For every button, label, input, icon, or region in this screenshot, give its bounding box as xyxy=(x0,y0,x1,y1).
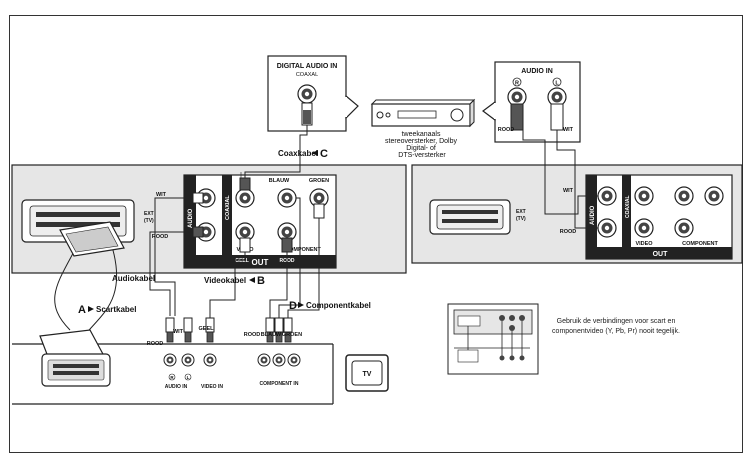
cables xyxy=(54,125,598,336)
tv-label: TV xyxy=(363,371,372,378)
right-audio-r-jack xyxy=(597,218,617,238)
tv-groen-label: GROEN xyxy=(282,332,302,338)
left-comp-pb-jack xyxy=(277,188,297,208)
scart-letter: A xyxy=(78,304,86,316)
scart-plug-top xyxy=(59,221,125,257)
coax-cable-label: Coaxkabel xyxy=(278,149,318,158)
left-component-label: COMPONENT xyxy=(285,247,321,253)
right-out-label: OUT xyxy=(653,251,669,258)
audio-in-rood-label: ROOD xyxy=(498,127,515,133)
overview-thumbnail xyxy=(447,303,539,375)
audio-in-title: AUDIO IN xyxy=(521,68,553,75)
component-cable-label: Componentkabel xyxy=(306,301,371,310)
right-component-label: COMPONENT xyxy=(682,241,718,247)
tv-video-jack xyxy=(203,353,217,367)
audio-in-wit-label: WIT xyxy=(563,127,574,133)
tv-audio-l-jack xyxy=(181,353,195,367)
left-audio-label: AUDIO xyxy=(188,208,194,228)
left-groen-label: GROEN xyxy=(309,178,329,184)
right-rood-label: ROOD xyxy=(560,229,577,235)
tv-wit-label: WIT xyxy=(173,329,184,335)
audio-cable-label: Audiokabel xyxy=(112,274,155,283)
video-letter: B xyxy=(257,275,265,287)
digital-audio-title: DIGITAL AUDIO IN xyxy=(277,63,338,70)
right-video-jack xyxy=(634,218,654,238)
right-coaxial-label: COAXIAL xyxy=(625,196,631,219)
right-audio-l-jack xyxy=(597,186,617,206)
audio-in-callout: AUDIO IN R L ROOD WIT xyxy=(482,61,581,143)
tv-rood-label: ROOD xyxy=(147,341,164,347)
coax-letter: C xyxy=(320,148,328,160)
left-geel-label: GEEL xyxy=(235,258,249,264)
audio-in-l-jack xyxy=(547,87,567,107)
right-comp-y-jack xyxy=(704,186,724,206)
audio-in-l-label: L xyxy=(555,81,559,87)
right-coax-jack xyxy=(634,186,654,206)
left-out-label: OUT xyxy=(252,258,269,267)
left-coax-jack xyxy=(235,188,255,208)
tv-rood2-label: ROOD xyxy=(244,332,261,338)
tv-blauw-label: BLAUW xyxy=(261,332,282,338)
audio-in-r-label: R xyxy=(515,81,519,87)
video-arrow-icon xyxy=(249,277,255,283)
tv-comp-y-jack xyxy=(257,353,271,367)
component-letter: D xyxy=(289,300,297,312)
audio-in-r-jack xyxy=(507,87,527,107)
tv-audio-r-jack xyxy=(163,353,177,367)
stereo-amplifier xyxy=(370,98,476,128)
right-comp-pr-jack xyxy=(674,218,694,238)
tv-audio-in-label: AUDIO IN xyxy=(165,384,188,390)
right-ext-label: EXT xyxy=(516,209,526,215)
left-wit-label: WIT xyxy=(156,192,167,198)
right-comp-pb-jack xyxy=(674,186,694,206)
video-cable-label: Videokabel xyxy=(204,276,246,285)
tv-comp-pr-jack xyxy=(287,353,301,367)
left-ext-label: EXT xyxy=(144,211,154,217)
component-arrow-icon xyxy=(298,302,304,308)
scart-arrow-icon xyxy=(88,306,94,312)
tv-l-label: L xyxy=(187,375,190,380)
right-audio-label: AUDIO xyxy=(590,205,596,225)
right-video-label: VIDEO xyxy=(635,241,653,247)
left-rood-label: ROOD xyxy=(152,234,169,240)
left-blauw-label: BLAUW xyxy=(269,178,290,184)
usage-note: Gebruik de verbindingen voor scart en co… xyxy=(552,318,680,335)
receiver-caption: tweekanaals stereoversterker, Dolby Digi… xyxy=(385,131,459,159)
right-tv-label: (TV) xyxy=(516,216,526,222)
tv-geel-label: GEEL xyxy=(199,326,215,332)
tv-icon: TV xyxy=(345,354,389,392)
tv-comp-pb-jack xyxy=(272,353,286,367)
coax-arrow-icon xyxy=(312,150,318,156)
right-wit-label: WIT xyxy=(563,188,574,194)
tv-component-in-label: COMPONENT IN xyxy=(260,381,299,387)
coax-in-jack xyxy=(297,84,317,104)
tv-r-label: R xyxy=(170,375,174,380)
digital-audio-in-callout: DIGITAL AUDIO IN COAXAL xyxy=(267,55,359,132)
left-tv-label: (TV) xyxy=(144,218,154,224)
tv-back-panel: R L AUDIO IN VIDEO IN ROOD WIT GEEL COMP… xyxy=(12,317,334,405)
scart-cable-label: Scartkabel xyxy=(96,305,136,314)
left-coaxial-label: COAXIAL xyxy=(225,195,231,220)
tv-video-in-label: VIDEO IN xyxy=(201,384,223,390)
digital-audio-subtitle: COAXAL xyxy=(296,72,318,78)
